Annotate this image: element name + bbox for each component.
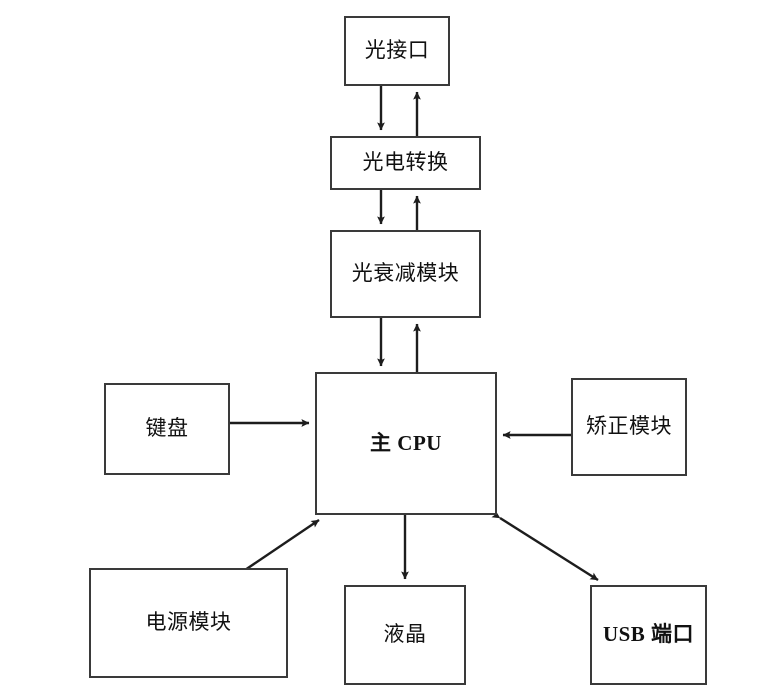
node-main-cpu[interactable]: 主 CPU — [315, 372, 497, 515]
node-label-usb-port: USB 端口 — [602, 622, 695, 647]
node-keyboard[interactable]: 键盘 — [104, 383, 230, 475]
edge-power-module-to-cpu — [244, 519, 320, 571]
node-label-power-module: 电源模块 — [145, 610, 232, 635]
node-label-keyboard: 键盘 — [145, 416, 189, 441]
node-label-optical-electrical-conversion: 光电转换 — [362, 150, 449, 175]
edge-cpu-usb-port — [491, 510, 599, 582]
node-optical-attenuation-module[interactable]: 光衰减模块 — [330, 230, 481, 318]
node-correction-module[interactable]: 矫正模块 — [571, 378, 687, 476]
node-label-optical-attenuation-module: 光衰减模块 — [351, 261, 460, 286]
node-power-module[interactable]: 电源模块 — [89, 568, 288, 678]
node-optical-electrical-conversion[interactable]: 光电转换 — [330, 136, 481, 190]
node-label-optical-interface: 光接口 — [364, 38, 430, 63]
node-label-lcd: 液晶 — [383, 622, 427, 647]
node-label-main-cpu: 主 CPU — [370, 430, 442, 455]
node-label-correction-module: 矫正模块 — [586, 414, 672, 439]
node-lcd[interactable]: 液晶 — [344, 585, 466, 685]
node-optical-interface[interactable]: 光接口 — [344, 16, 450, 86]
node-usb-port[interactable]: USB 端口 — [590, 585, 707, 685]
